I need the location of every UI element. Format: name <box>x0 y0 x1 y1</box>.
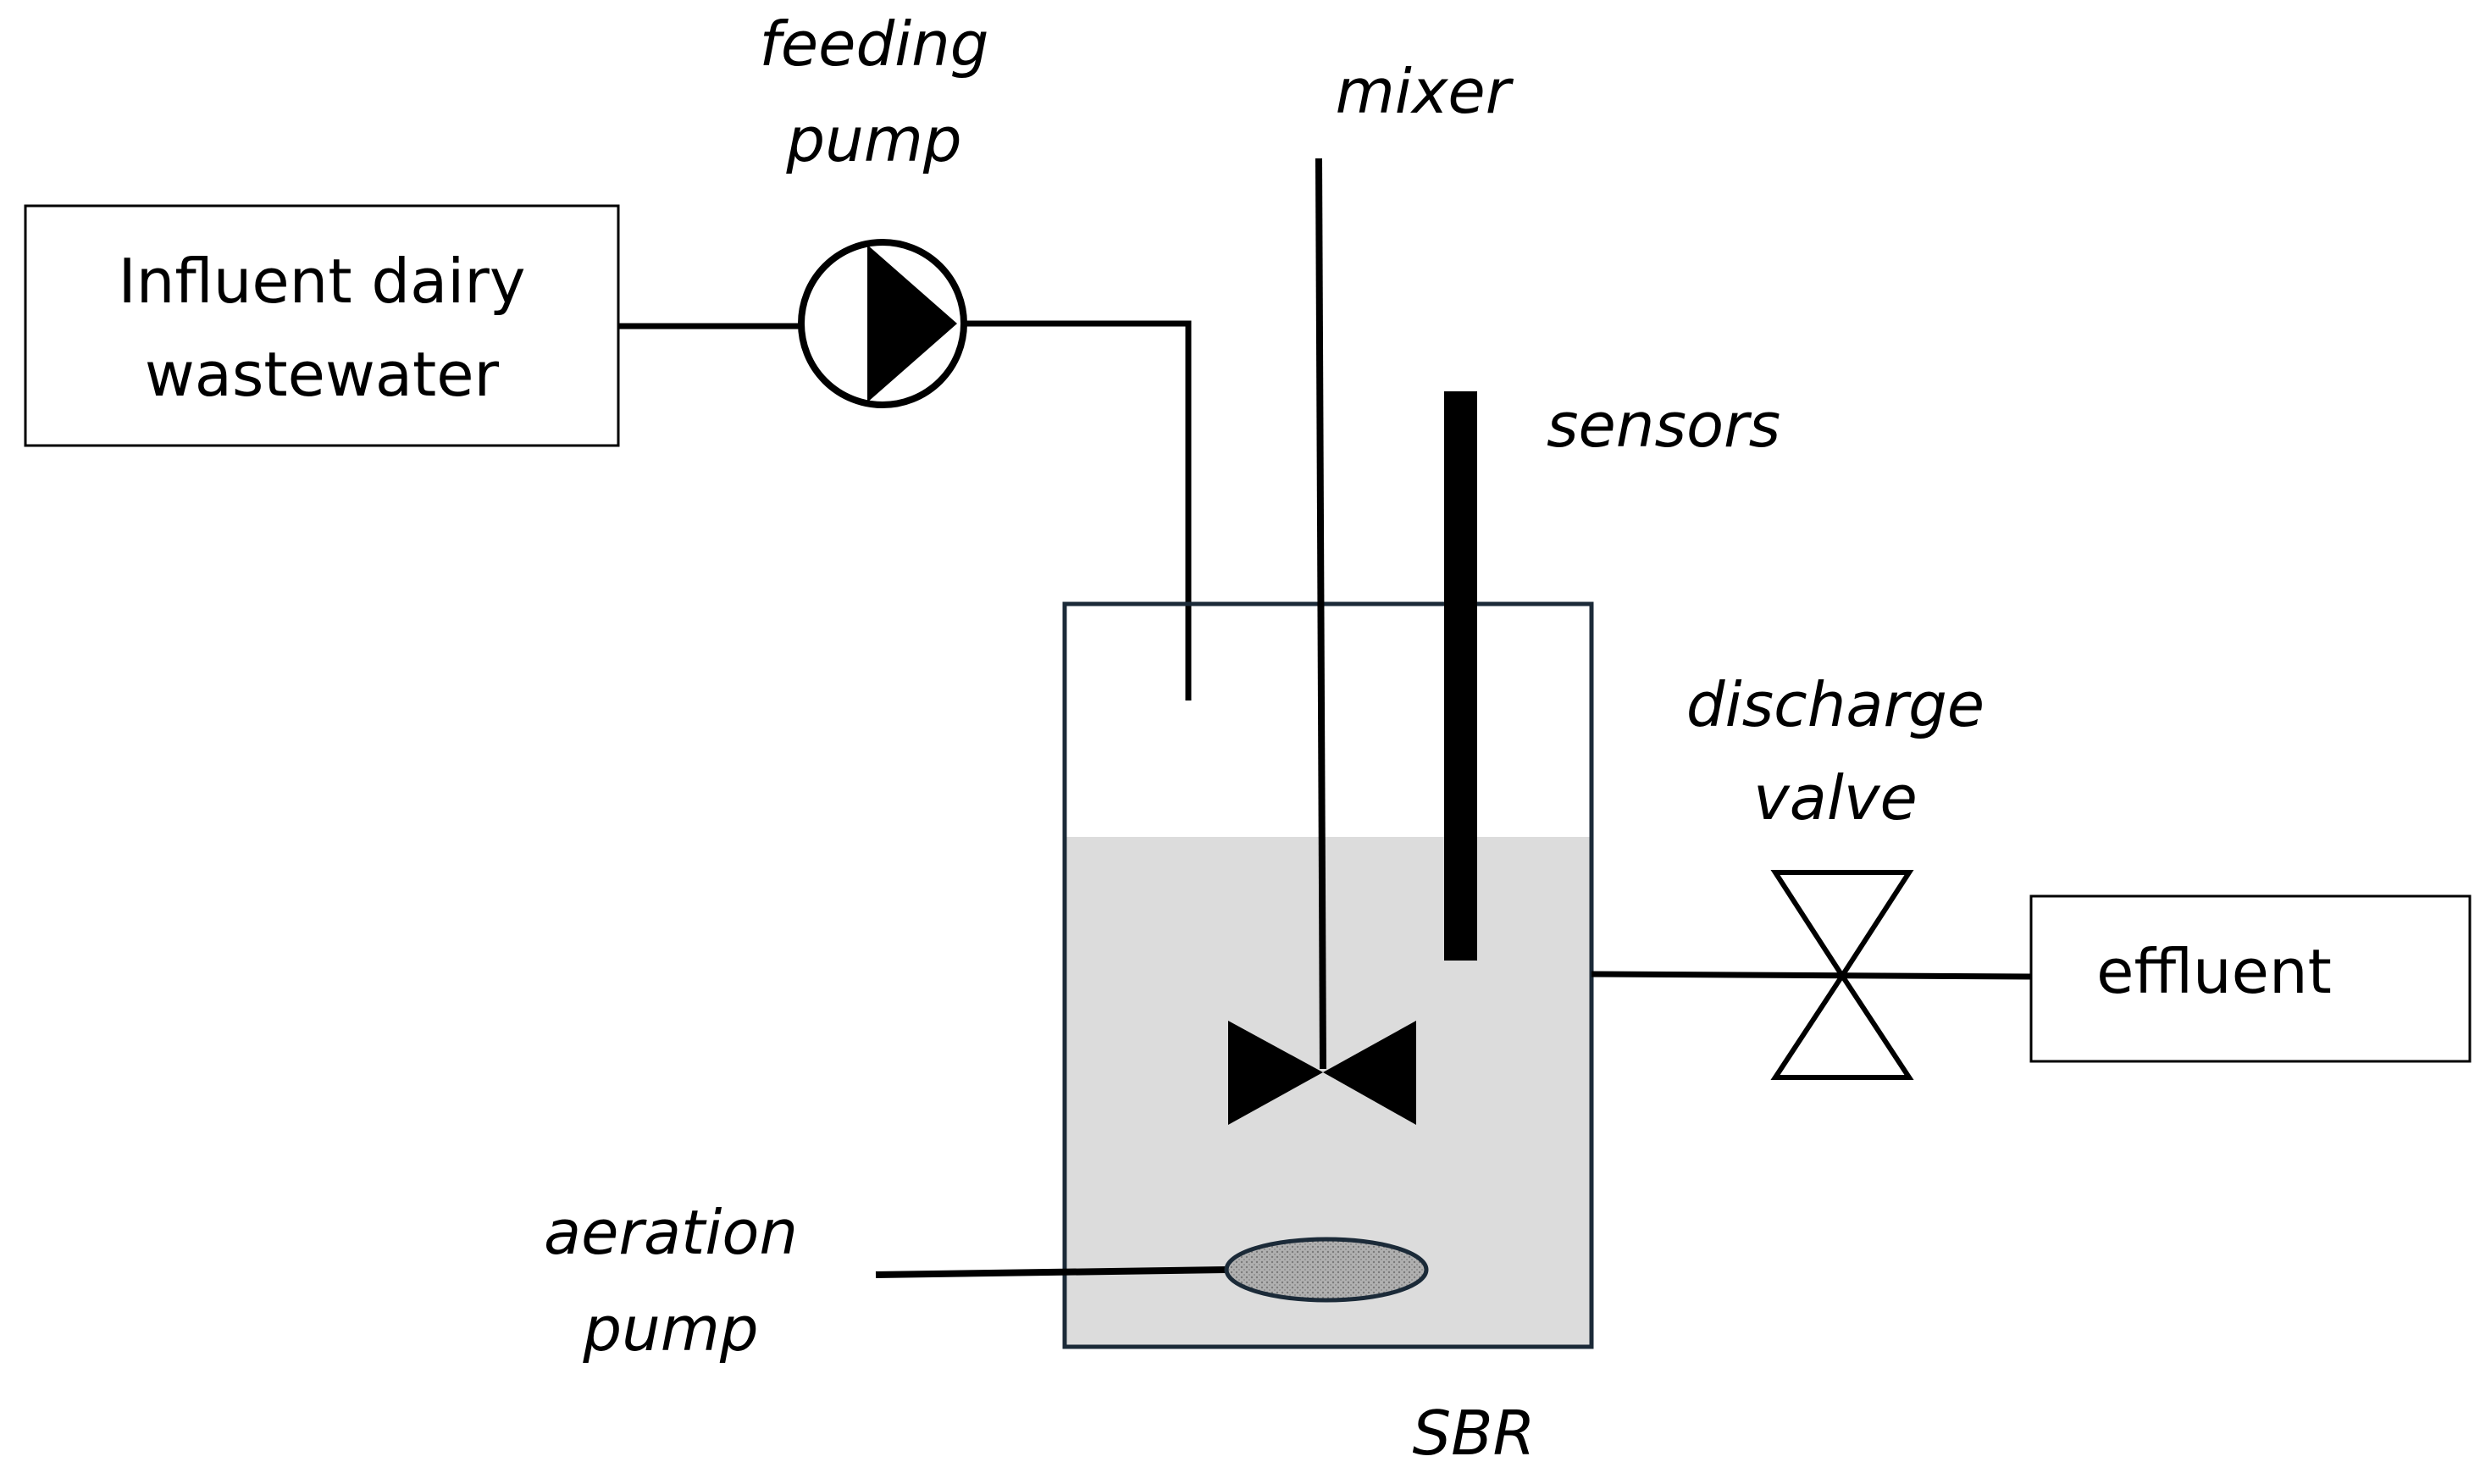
sensors-label: sensors <box>1547 390 1780 461</box>
feed-pipe <box>964 320 1192 700</box>
influent-label-line-1: Influent dairy <box>119 246 526 317</box>
feeding-pump-label-line-2: pump <box>785 104 961 175</box>
mixer-label: mixer <box>1336 56 1514 127</box>
aeration-pipe <box>875 1266 1226 1278</box>
aeration-diffuser-icon <box>1224 1237 1429 1303</box>
aeration-pump-label-line-1: aeration <box>544 1197 798 1268</box>
mixer-shaft <box>1315 158 1326 1070</box>
sbr-label: SBR <box>1412 1398 1535 1469</box>
discharge-valve-label-line-1: discharge <box>1686 669 1984 740</box>
influent-label-line-2: wastewater <box>145 339 500 410</box>
feeding-pump-label-line-1: feeding <box>760 8 989 80</box>
discharge-valve-icon <box>1770 870 1914 1080</box>
sbr-tank <box>1062 601 1594 1349</box>
aeration-pump-label-line-2: pump <box>582 1293 758 1365</box>
feeding-pump-icon <box>798 239 967 408</box>
effluent-box: effluent <box>2029 894 2472 1063</box>
effluent-label: effluent <box>2096 936 2332 1007</box>
sensor-probe <box>1444 391 1477 961</box>
discharge-valve-label-line-2: valve <box>1753 762 1918 833</box>
influent-box: Influent dairy wastewater <box>24 204 620 447</box>
mixer-impeller-icon <box>1228 1021 1416 1125</box>
discharge-pipe <box>1591 971 2032 980</box>
